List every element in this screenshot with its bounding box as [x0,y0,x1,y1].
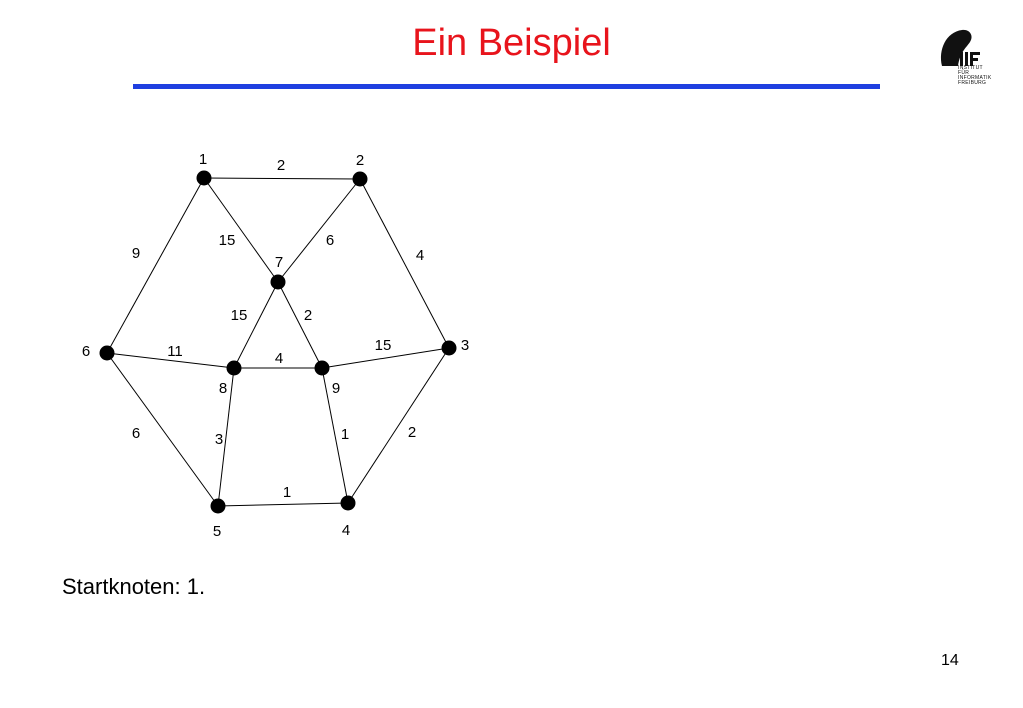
edge-weight-label: 15 [219,232,236,249]
edge-weight-label: 4 [416,247,424,264]
node-label: 9 [332,380,340,397]
graph-node-1 [196,170,212,186]
edge-weight-label: 6 [326,232,334,249]
edge-weight-label: 2 [304,307,312,324]
edge-weight-label: 1 [283,484,291,501]
graph-node-2 [352,171,368,187]
edge-weight-label: 4 [275,350,283,367]
graph-edge-weights: 2 4 2 1 6 9 15 6 15 2 11 4 15 3 1 [132,157,424,501]
node-label: 5 [213,523,221,540]
logo-text-line: FREIBURG [958,80,987,86]
start-node-caption: Startknoten: 1. [62,574,206,599]
graph-edge-9-3 [321,347,450,369]
graph-edge-6-1 [106,177,205,354]
node-label: 6 [82,343,90,360]
edge-weight-label: 9 [132,245,140,262]
edge-weight-label: 15 [231,307,248,324]
edge-weight-label: 1 [341,426,349,443]
edge-weight-label: 2 [408,424,416,441]
graph-edge-7-9 [277,281,323,369]
graph-node-5 [210,498,226,514]
graph-edge-2-7 [277,178,361,283]
graph-edge-7-8 [233,281,279,369]
edge-weight-label: 2 [277,157,285,174]
page-number: 14 [941,652,959,669]
edge-weight-label: 6 [132,425,140,442]
node-label: 1 [199,151,207,168]
logo-text-line: INFORMATIK [958,75,992,81]
title-underline [133,84,880,89]
graph-edge-8-5 [217,367,235,507]
node-label: 3 [461,337,469,354]
graph-edges [106,177,450,507]
graph-node-4 [340,495,356,511]
graph-edge-5-6 [106,352,219,507]
graph-nodes [99,170,457,514]
node-label: 7 [275,254,283,271]
edge-weight-label: 15 [375,337,392,354]
graph-node-6 [99,345,115,361]
node-label: 8 [219,380,227,397]
graph-edge-1-7 [203,177,279,283]
graph-edge-1-2 [203,177,361,180]
node-label: 4 [342,522,350,539]
logo-text-line: INSTITUT FÜR [958,65,983,76]
graph-node-3 [441,340,457,356]
graph-edge-2-3 [359,178,450,349]
graph-edge-4-5 [217,502,349,507]
logo-mark-icon [940,29,980,66]
graph-edge-3-4 [347,347,450,504]
iif-logo: INSTITUT FÜR INFORMATIK FREIBURG [936,28,992,86]
graph-node-labels: 1 2 3 4 5 6 7 8 9 [82,151,469,540]
graph-node-8 [226,360,242,376]
graph-node-7 [270,274,286,290]
node-label: 2 [356,152,364,169]
slide-title: Ein Beispiel [412,22,611,64]
edge-weight-label: 11 [167,343,183,360]
graph-edge-9-4 [321,367,349,504]
graph-edge-6-8 [106,352,235,369]
edge-weight-label: 3 [215,431,223,448]
graph-node-9 [314,360,330,376]
